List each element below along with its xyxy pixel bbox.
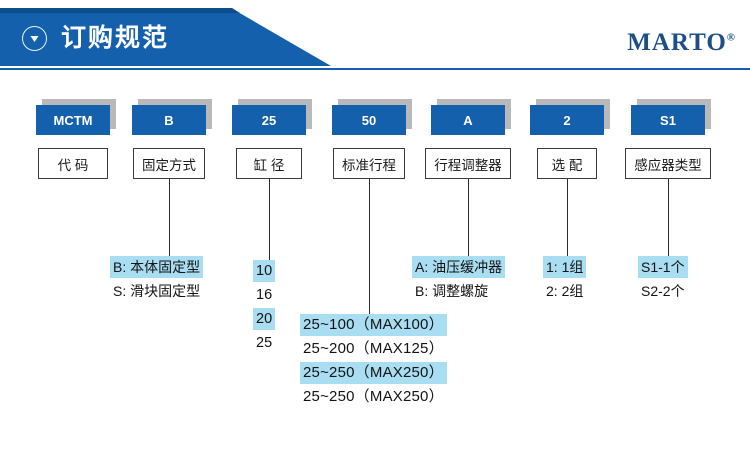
connector-line-2 (169, 179, 171, 257)
code-box-5[interactable]: A (431, 105, 505, 135)
code-box-6[interactable]: 2 (530, 105, 604, 135)
page-title: 订购规范 (61, 23, 170, 52)
option-item[interactable]: 25~250（MAX250） (303, 388, 444, 405)
option-item[interactable]: 1: 1组 (543, 256, 587, 278)
header-banner-top-strip (0, 8, 240, 13)
option-item[interactable]: S1-1个 (638, 256, 688, 278)
option-item[interactable]: B: 调整螺旋 (415, 283, 489, 299)
option-list-2: B: 本体固定型 S: 滑块固定型 (110, 256, 204, 304)
label-box-3: 缸 径 (236, 148, 302, 179)
option-item[interactable]: 25~200（MAX125） (303, 340, 444, 357)
code-box-1[interactable]: MCTM (36, 105, 110, 135)
option-item[interactable]: 16 (256, 287, 273, 303)
brand-name: MARTO (627, 29, 727, 56)
code-box-3[interactable]: 25 (232, 105, 306, 135)
connector-line-3 (269, 179, 271, 261)
caret-down-icon (22, 25, 47, 51)
option-item[interactable]: B: 本体固定型 (110, 256, 204, 278)
option-list-3: 10 16 20 25 (253, 260, 276, 356)
option-item[interactable]: S2-2个 (641, 283, 685, 299)
label-box-1: 代 码 (38, 148, 108, 179)
label-box-2: 固定方式 (133, 148, 205, 179)
option-item[interactable]: A: 油压缓冲器 (412, 256, 506, 278)
code-box-7[interactable]: S1 (631, 105, 705, 135)
option-item[interactable]: 2: 2组 (546, 283, 584, 299)
option-item[interactable]: 25~100（MAX100） (300, 314, 447, 336)
label-box-5: 行程调整器 (425, 148, 511, 179)
brand-logo: MARTO® (627, 30, 736, 55)
option-list-5: A: 油压缓冲器 B: 调整螺旋 (412, 256, 506, 304)
label-box-6: 选 配 (537, 148, 597, 179)
connector-line-7 (668, 179, 670, 257)
option-item[interactable]: S: 滑块固定型 (113, 283, 201, 299)
connector-line-5 (468, 179, 470, 257)
connector-line-4 (369, 179, 371, 315)
option-item[interactable]: 25 (256, 335, 273, 351)
code-box-4[interactable]: 50 (332, 105, 406, 135)
label-box-7: 感应器类型 (625, 148, 711, 179)
connector-line-6 (567, 179, 569, 257)
option-item[interactable]: 25~250（MAX250） (300, 362, 447, 384)
option-item[interactable]: 10 (253, 260, 276, 282)
registered-trademark-icon: ® (726, 31, 736, 44)
header-divider (0, 68, 750, 70)
label-box-4: 标准行程 (333, 148, 405, 179)
option-list-7: S1-1个 S2-2个 (638, 256, 688, 304)
code-box-2[interactable]: B (132, 105, 206, 135)
option-item[interactable]: 20 (253, 308, 276, 330)
page-header: 订购规范 MARTO® (0, 0, 750, 70)
option-list-4: 25~100（MAX100） 25~200（MAX125） 25~250（MAX25… (300, 314, 447, 410)
option-list-6: 1: 1组 2: 2组 (543, 256, 587, 304)
header-title-group: 订购规范 (22, 16, 169, 60)
